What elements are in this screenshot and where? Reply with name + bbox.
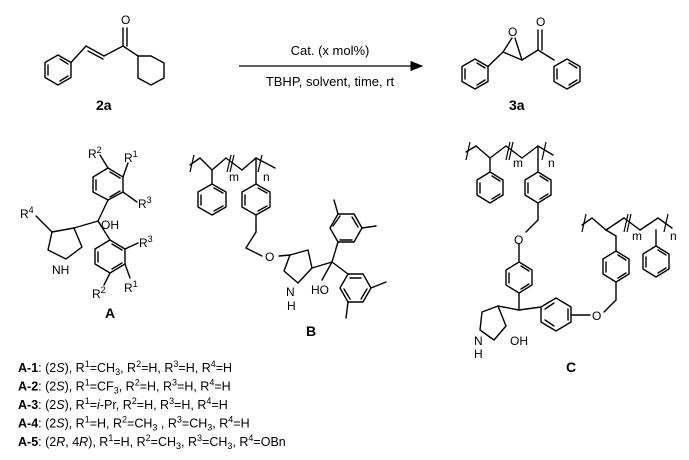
compound-id: A-4 (18, 417, 38, 431)
product-epoxide-o: O (508, 25, 517, 39)
C-n-atom: N (474, 334, 483, 348)
structure-B-skeleton (189, 154, 387, 319)
B-ho-label: HO (311, 283, 329, 297)
reactant-2a-structure (44, 27, 165, 86)
product-label: 3a (509, 97, 525, 113)
B-n-atom: N (286, 285, 295, 299)
arrow-bottom-text: TBHP, solvent, time, rt (266, 74, 395, 89)
C-o1-label: O (514, 233, 523, 247)
C-h-atom: H (474, 347, 483, 361)
C-label: C (566, 359, 576, 375)
product-3a-structure (461, 29, 581, 90)
reactant-label: 2a (96, 97, 112, 113)
compound-id: A-1 (18, 361, 38, 375)
B-o-label: O (265, 250, 274, 264)
compound-id: A-3 (18, 398, 38, 412)
C-m2-label: m (632, 229, 642, 243)
structure-C-skeleton (465, 141, 673, 341)
B-m-label: m (229, 170, 239, 184)
A-r1-top-label: R1 (124, 149, 138, 165)
A-r1-bot-label: R1 (124, 279, 138, 295)
compound-entry-a-5: A-5: (2R, 4R), R1=H, R2=CH3, R3=CH3, R4=… (18, 433, 286, 451)
B-n-label: n (263, 170, 270, 184)
C-n1-label: n (548, 156, 555, 170)
A-label: A (105, 305, 115, 321)
compound-entry-a-4: A-4: (2S), R1=H, R2=CH3 , R3=CH3, R4=H (18, 415, 250, 433)
reactant-carbonyl-o: O (121, 13, 130, 27)
C-m1-label: m (513, 156, 523, 170)
A-nh-label: NH (52, 263, 69, 277)
A-r2-top-label: R2 (88, 145, 102, 161)
compound-id: A-5 (18, 435, 38, 449)
product-carbonyl-o: O (536, 15, 545, 29)
A-r3-top-label: R3 (138, 195, 152, 211)
compound-id: A-2 (18, 380, 38, 394)
C-n2-label: n (670, 229, 677, 243)
B-h-atom: H (287, 299, 296, 313)
A-r2-bot-label: R2 (92, 285, 106, 301)
C-o2-label: O (592, 309, 601, 323)
compound-entry-a-1: A-1: (2S), R1=CH3, R2=H, R3=H, R4=H (18, 359, 232, 377)
compound-list: A-1: (2S), R1=CH3, R2=H, R3=H, R4=HA-2: … (18, 359, 286, 451)
structure-A-skeleton (35, 154, 139, 286)
arrow-top-text: Cat. (x mol%) (291, 43, 370, 58)
A-r3-bot-label: R3 (139, 234, 153, 250)
A-r4-label: R4 (20, 205, 34, 221)
B-label: B (306, 323, 316, 339)
compound-entry-a-3: A-3: (2S), R1=i-Pr, R2=H, R3=H, R4=H (18, 396, 228, 412)
C-oh-label: OH (510, 334, 528, 348)
compound-entry-a-2: A-2: (2S), R1=CF3, R2=H, R3=H, R4=H (18, 378, 231, 396)
A-oh-label: OH (101, 218, 119, 232)
